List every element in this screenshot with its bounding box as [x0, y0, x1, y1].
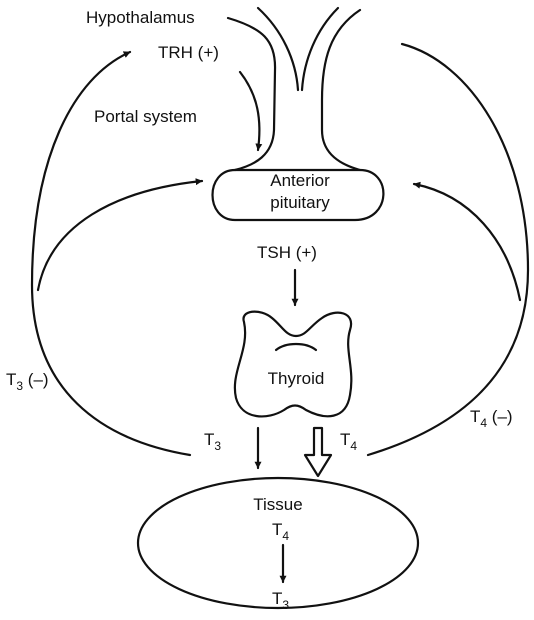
tissue-ellipse [136, 476, 420, 610]
hypothalamus-inner-right-line [300, 6, 340, 92]
t3-output-label: T3 [204, 430, 221, 453]
t3-feedback-label: T3 (–) [6, 370, 49, 393]
portal-system-label: Portal system [94, 107, 197, 126]
tissue-t4-label: T4 [272, 520, 289, 543]
thyroid-label: Thyroid [268, 369, 325, 388]
t4-feedback-label: T4 (–) [470, 407, 513, 430]
thyroid-isthmus-line [274, 342, 318, 352]
t4-feedback-to-hypothalamus-line [366, 42, 530, 457]
portal-system-arrow [238, 70, 263, 152]
t4-feedback-to-pituitary-arrow [412, 181, 522, 302]
thyroid-outline [233, 310, 353, 418]
t3-feedback-to-hypothalamus-arrow [30, 50, 192, 457]
hypothalamus-label: Hypothalamus [86, 8, 195, 27]
anterior-pituitary-label-line1: Anterior [270, 171, 330, 190]
hypothalamus-inner-left-line [256, 6, 300, 92]
tsh-label: TSH (+) [257, 243, 317, 262]
t4-output-label: T4 [340, 430, 357, 453]
anterior-pituitary-outline [211, 168, 385, 222]
tissue-t3-label: T3 [272, 589, 289, 612]
t4-hollow-arrow [303, 426, 333, 478]
tissue-label: Tissue [253, 495, 302, 514]
trh-label: TRH (+) [158, 43, 219, 62]
hypothalamus-left-stalk-line [226, 16, 277, 172]
anterior-pituitary-label-line2: pituitary [270, 193, 330, 212]
hypothalamus-right-stalk-line [320, 8, 362, 172]
t3-feedback-to-pituitary-arrow [36, 178, 204, 292]
